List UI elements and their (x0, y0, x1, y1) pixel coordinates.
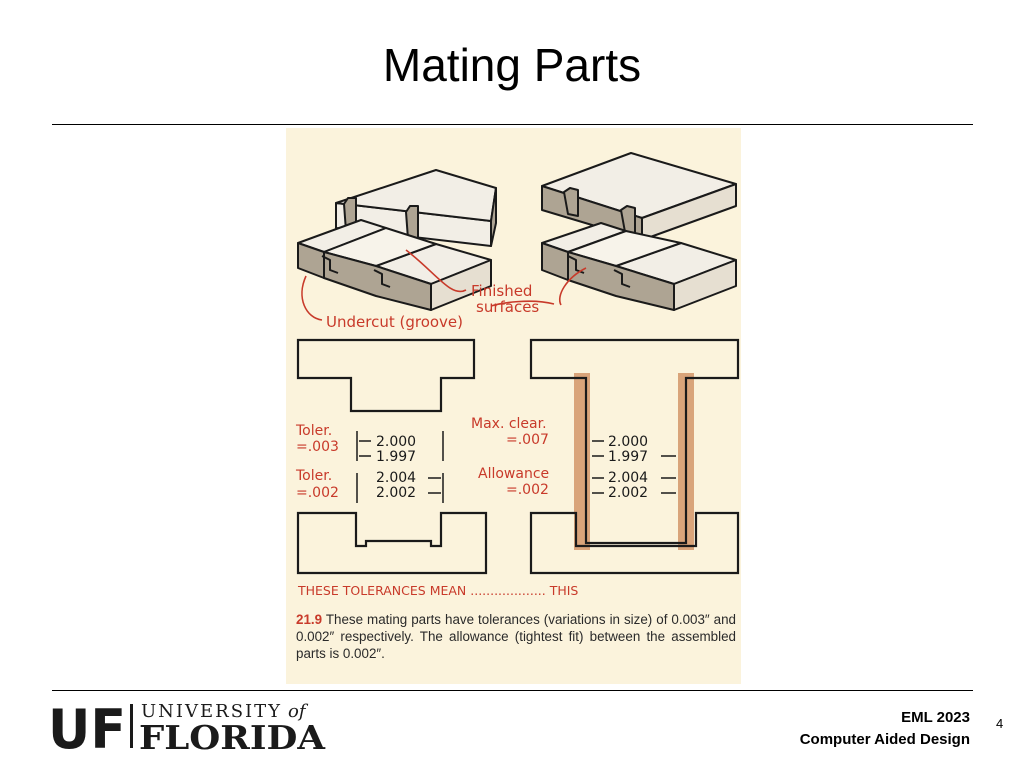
label-finished-2: surfaces (476, 298, 539, 316)
logo-university: UNIVERSITY (141, 701, 282, 722)
label-undercut: Undercut (groove) (326, 313, 463, 331)
left-dim1-lines (356, 431, 444, 461)
right-upper-section (529, 338, 740, 545)
figure-drawing: Finished surfaces Undercut (groove) Tole… (286, 128, 741, 684)
right-dim1-lines (592, 440, 676, 457)
right-dim2-lines (592, 477, 676, 494)
right-dim2-lower: 2.002 (608, 485, 648, 501)
uf-logo-mark: UF UNIVERSITY of FLORIDA (48, 698, 325, 761)
course-code: EML 2023 (901, 709, 970, 726)
left-lower-section (296, 511, 488, 575)
right-dim2-upper: 2.004 (608, 470, 648, 486)
left-upper-block (335, 169, 497, 247)
right-lower-block (541, 222, 737, 311)
right-allow-label: Allowance (478, 466, 549, 482)
tolerances-mean-label: THESE TOLERANCES MEAN ..................… (297, 583, 578, 598)
slide-title: Mating Parts (382, 39, 642, 91)
uf-monogram: UF (48, 700, 126, 752)
caption-text: These mating parts have tolerances (vari… (296, 612, 737, 661)
left-toler2-value: =.002 (296, 485, 339, 501)
left-toler1-label: Toler. (295, 423, 332, 439)
left-dim2-lower: 2.002 (376, 485, 416, 501)
label-finished-1: Finished (471, 282, 532, 300)
right-lower-section (529, 511, 740, 575)
footer-divider (52, 690, 973, 691)
left-dim1-lower: 1.997 (376, 449, 416, 465)
page-number: 4 (996, 716, 1004, 731)
right-dim1-upper: 2.000 (608, 434, 648, 450)
uf-logo: UF UNIVERSITY of FLORIDA (48, 698, 338, 761)
right-allow-value: =.002 (506, 482, 549, 498)
right-upper-block (541, 152, 737, 241)
course-info: EML 2023 Computer Aided Design (800, 707, 970, 751)
caption-number: 21.9 (296, 612, 323, 627)
right-clear-label: Max. clear. (471, 416, 547, 432)
left-lower-block (297, 219, 492, 311)
left-upper-section (296, 338, 476, 413)
mating-parts-figure: Finished surfaces Undercut (groove) Tole… (286, 128, 741, 684)
left-toler2-label: Toler. (295, 468, 332, 484)
figure-caption: 21.9 These mating parts have tolerances … (296, 611, 736, 662)
leader-lines (301, 249, 587, 321)
title-divider (52, 124, 973, 125)
left-toler1-value: =.003 (296, 439, 339, 455)
left-dim1-upper: 2.000 (376, 434, 416, 450)
logo-separator (130, 704, 133, 748)
right-clear-value: =.007 (506, 432, 549, 448)
left-dim2-upper: 2.004 (376, 470, 416, 486)
left-dim2-lines (356, 473, 444, 503)
logo-of: of (288, 701, 309, 722)
right-dim1-lower: 1.997 (608, 449, 648, 465)
logo-florida: FLORIDA (139, 718, 325, 752)
course-name: Computer Aided Design (799, 731, 970, 748)
